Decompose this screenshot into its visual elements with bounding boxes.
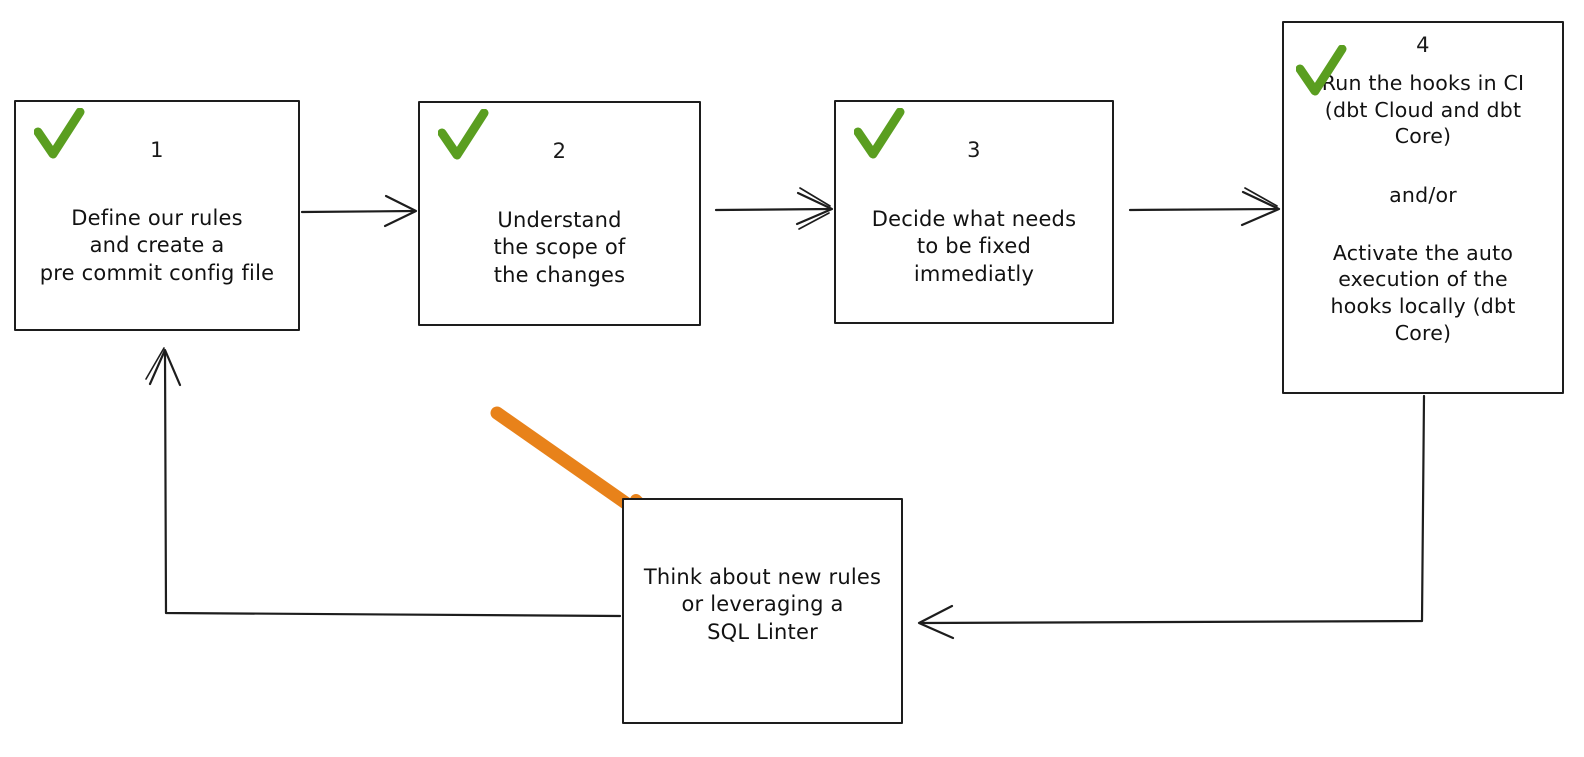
step-box-feedback[interactable]: Think about new rules or leveraging a SQ… (622, 498, 903, 724)
step-text-part-2: Activate the auto execution of the hooks… (1330, 240, 1516, 345)
step-text: Understand the scope of the changes (493, 208, 626, 287)
green-checkmark-icon (34, 108, 85, 159)
step-number: 3 (967, 138, 981, 162)
step-number: 2 (552, 139, 567, 163)
green-checkmark-icon (854, 108, 905, 159)
step-text-part-1: Run the hooks in CI (dbt Cloud and dbt C… (1321, 71, 1525, 149)
step-text: Think about new rules or leveraging a SQ… (643, 565, 882, 644)
arrow-3-to-4 (1128, 187, 1281, 227)
step-number: 4 (1416, 33, 1430, 57)
step-box-1[interactable]: 1 Define our rules and create a pre comm… (14, 100, 300, 331)
step-box-2[interactable]: 2 Understand the scope of the changes (418, 101, 701, 326)
arrow-4-to-5 (917, 394, 1426, 640)
step-text: Define our rules and create a pre commit… (39, 206, 275, 285)
arrow-5-to-1 (145, 347, 622, 618)
arrow-2-to-3 (714, 187, 834, 230)
step-number: 1 (150, 138, 164, 162)
step-text-connector: and/or (1389, 182, 1457, 207)
arrow-1-to-2 (300, 194, 418, 228)
step-box-3[interactable]: 3 Decide what needs to be fixed immediat… (834, 100, 1114, 324)
step-box-4[interactable]: 4 Run the hooks in CI (dbt Cloud and dbt… (1282, 21, 1564, 394)
green-checkmark-icon (438, 109, 489, 160)
step-text: Decide what needs to be fixed immediatly (871, 207, 1077, 286)
green-checkmark-icon (1296, 45, 1347, 96)
